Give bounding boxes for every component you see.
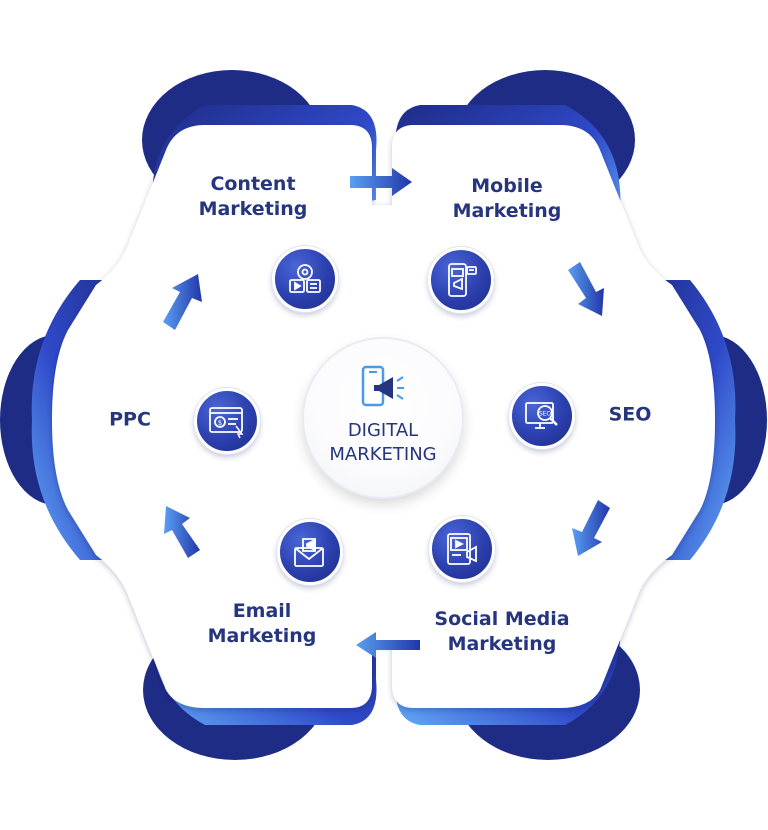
megaphone-phone-icon <box>361 365 404 407</box>
arrow-mobile-to-seo <box>568 262 604 316</box>
seo-monitor-icon: SEO <box>509 383 575 449</box>
arrow-content-to-mobile <box>350 168 412 196</box>
arrow-social-to-email <box>356 632 420 658</box>
flow-arrows <box>163 168 610 658</box>
segment-label-email: Email Marketing <box>207 600 317 647</box>
segment-label-seo: SEO <box>608 403 652 426</box>
svg-text:$: $ <box>218 419 222 427</box>
svg-text:SEO: SEO <box>539 411 552 418</box>
segment-label-mobile: Mobile Marketing <box>452 175 562 222</box>
segment-label-ppc: PPC <box>109 408 151 431</box>
arrow-ppc-to-content <box>163 274 202 330</box>
center-title: DIGITAL MARKETING <box>329 419 436 467</box>
segment-label-social: Social Media Marketing <box>434 608 570 655</box>
video-megaphone-icon <box>429 516 495 582</box>
center-title-line1: DIGITAL <box>347 420 419 441</box>
mobile-phone-icon <box>428 247 494 313</box>
center-hub: DIGITAL MARKETING <box>304 339 462 497</box>
email-envelope-icon <box>277 519 343 585</box>
ppc-browser-icon: $ <box>194 388 260 454</box>
arrow-email-to-ppc <box>164 506 200 558</box>
content-media-icon <box>272 246 338 312</box>
center-title-line2: MARKETING <box>329 444 437 465</box>
segment-label-content: Content Marketing <box>198 173 308 220</box>
arrow-seo-to-social <box>572 500 610 556</box>
